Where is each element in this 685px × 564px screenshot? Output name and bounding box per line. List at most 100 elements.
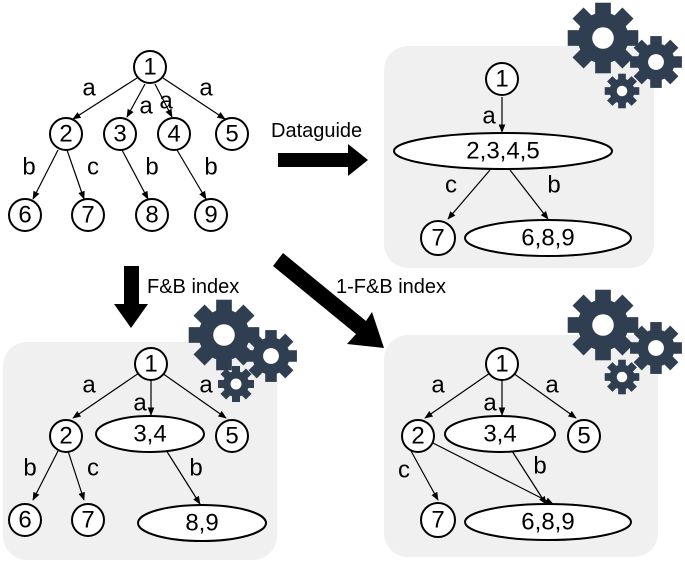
tree-node bbox=[8, 198, 42, 232]
edge-1-2 bbox=[72, 77, 138, 120]
fb-index-caption: F&B index bbox=[147, 276, 239, 298]
edge-label: a bbox=[82, 75, 96, 102]
node-label: 7 bbox=[431, 225, 444, 252]
index-node bbox=[444, 415, 556, 453]
edge-2345-689 bbox=[509, 169, 549, 220]
index-node bbox=[49, 419, 83, 453]
edge-2-7 bbox=[66, 149, 85, 200]
gear-icon bbox=[630, 322, 682, 374]
node-label: 7 bbox=[81, 202, 94, 229]
edge-2-6 bbox=[32, 149, 59, 200]
index-node bbox=[420, 502, 456, 538]
edge-1-5 bbox=[512, 372, 577, 419]
tree-node bbox=[103, 117, 137, 151]
edge-label: a bbox=[159, 88, 173, 115]
node-label: 2 bbox=[411, 423, 424, 450]
edge-2-6 bbox=[32, 450, 59, 501]
node-label: 5 bbox=[577, 423, 590, 450]
gear-icon bbox=[567, 2, 639, 74]
edge-label: b bbox=[189, 455, 202, 482]
one-fb-index-panel: a a a c b 1 2 3,4 5 7 6,8,9 bbox=[384, 289, 682, 557]
edge-label: a bbox=[199, 75, 213, 102]
tree-node bbox=[49, 117, 83, 151]
node-label: 7 bbox=[81, 507, 94, 534]
one-fb-index-arrow: 1-F&B index bbox=[273, 253, 446, 348]
gear-icon bbox=[604, 73, 640, 109]
node-label: 3,4 bbox=[133, 421, 166, 448]
edge-3-8 bbox=[121, 149, 149, 200]
edge-label: b bbox=[204, 154, 217, 181]
edge-label: a bbox=[482, 103, 496, 130]
arrow-shape bbox=[278, 144, 368, 176]
index-node bbox=[134, 347, 168, 381]
edge-1-2 bbox=[424, 372, 491, 419]
node-label: 8 bbox=[145, 202, 158, 229]
tree-node bbox=[135, 198, 169, 232]
edge-label: c bbox=[87, 154, 99, 181]
edge-label: a bbox=[545, 372, 559, 399]
index-node bbox=[485, 62, 519, 96]
edge-label: b bbox=[23, 455, 36, 482]
tree-node bbox=[157, 117, 191, 151]
edge-label: b bbox=[533, 453, 546, 480]
index-node bbox=[464, 219, 632, 257]
arrow-shape bbox=[273, 253, 384, 348]
fb-index-arrow: F&B index bbox=[114, 266, 239, 328]
node-label: 1 bbox=[144, 351, 157, 378]
edge-1-3 bbox=[126, 83, 146, 118]
index-node bbox=[95, 415, 205, 453]
edge-1-5 bbox=[161, 372, 227, 419]
index-node bbox=[485, 347, 519, 381]
node-label: 9 bbox=[204, 202, 217, 229]
edge-label: a bbox=[133, 390, 147, 417]
index-node bbox=[71, 503, 105, 537]
node-label: 5 bbox=[225, 121, 238, 148]
dataguide-caption: Dataguide bbox=[271, 120, 362, 142]
index-node bbox=[8, 503, 42, 537]
node-label: 1 bbox=[495, 351, 508, 378]
node-label: 1 bbox=[143, 54, 156, 81]
index-node bbox=[401, 419, 435, 453]
node-label: 7 bbox=[431, 507, 444, 534]
edge-label: b bbox=[22, 154, 35, 181]
node-label: 6,8,9 bbox=[521, 509, 574, 536]
source-tree: a a a a b c b b 1 2 3 4 5 6 7 8 9 bbox=[8, 50, 249, 232]
edge-label: c bbox=[87, 455, 99, 482]
node-label: 5 bbox=[225, 423, 238, 450]
edge-label: b bbox=[145, 154, 158, 181]
tree-node bbox=[215, 117, 249, 151]
edge-label: b bbox=[547, 172, 560, 199]
index-node bbox=[567, 419, 601, 453]
node-label: 8,9 bbox=[185, 510, 218, 537]
edge-1-5 bbox=[162, 77, 226, 120]
index-node bbox=[215, 419, 249, 453]
node-label: 2 bbox=[59, 423, 72, 450]
edge-label: a bbox=[431, 372, 445, 399]
node-label: 6,8,9 bbox=[521, 225, 574, 252]
node-label: 2,3,4,5 bbox=[466, 138, 539, 165]
node-label: 4 bbox=[167, 121, 180, 148]
node-label: 3 bbox=[113, 121, 126, 148]
gear-icon bbox=[567, 289, 639, 361]
gear-icon bbox=[245, 330, 297, 382]
gear-icon bbox=[630, 36, 682, 88]
index-node bbox=[393, 132, 613, 170]
tree-node bbox=[133, 50, 167, 84]
node-label: 6 bbox=[18, 507, 31, 534]
edge-2-7 bbox=[410, 450, 439, 501]
edge-1-2 bbox=[72, 372, 140, 419]
edge-1-4 bbox=[154, 83, 173, 118]
edge-2345-7 bbox=[447, 169, 491, 220]
edge-4-9 bbox=[176, 149, 207, 200]
edge-label: c bbox=[398, 457, 410, 484]
fb-index-panel: a a a b c b 1 2 3,4 5 6 7 8,9 bbox=[3, 299, 297, 560]
node-label: 1 bbox=[495, 66, 508, 93]
edge-label: a bbox=[139, 93, 153, 120]
edge-label: a bbox=[199, 372, 213, 399]
index-node bbox=[420, 220, 456, 256]
tree-node bbox=[71, 198, 105, 232]
tree-node bbox=[194, 198, 228, 232]
node-label: 3,4 bbox=[483, 421, 516, 448]
gear-icon bbox=[218, 366, 254, 402]
index-node bbox=[464, 503, 632, 541]
